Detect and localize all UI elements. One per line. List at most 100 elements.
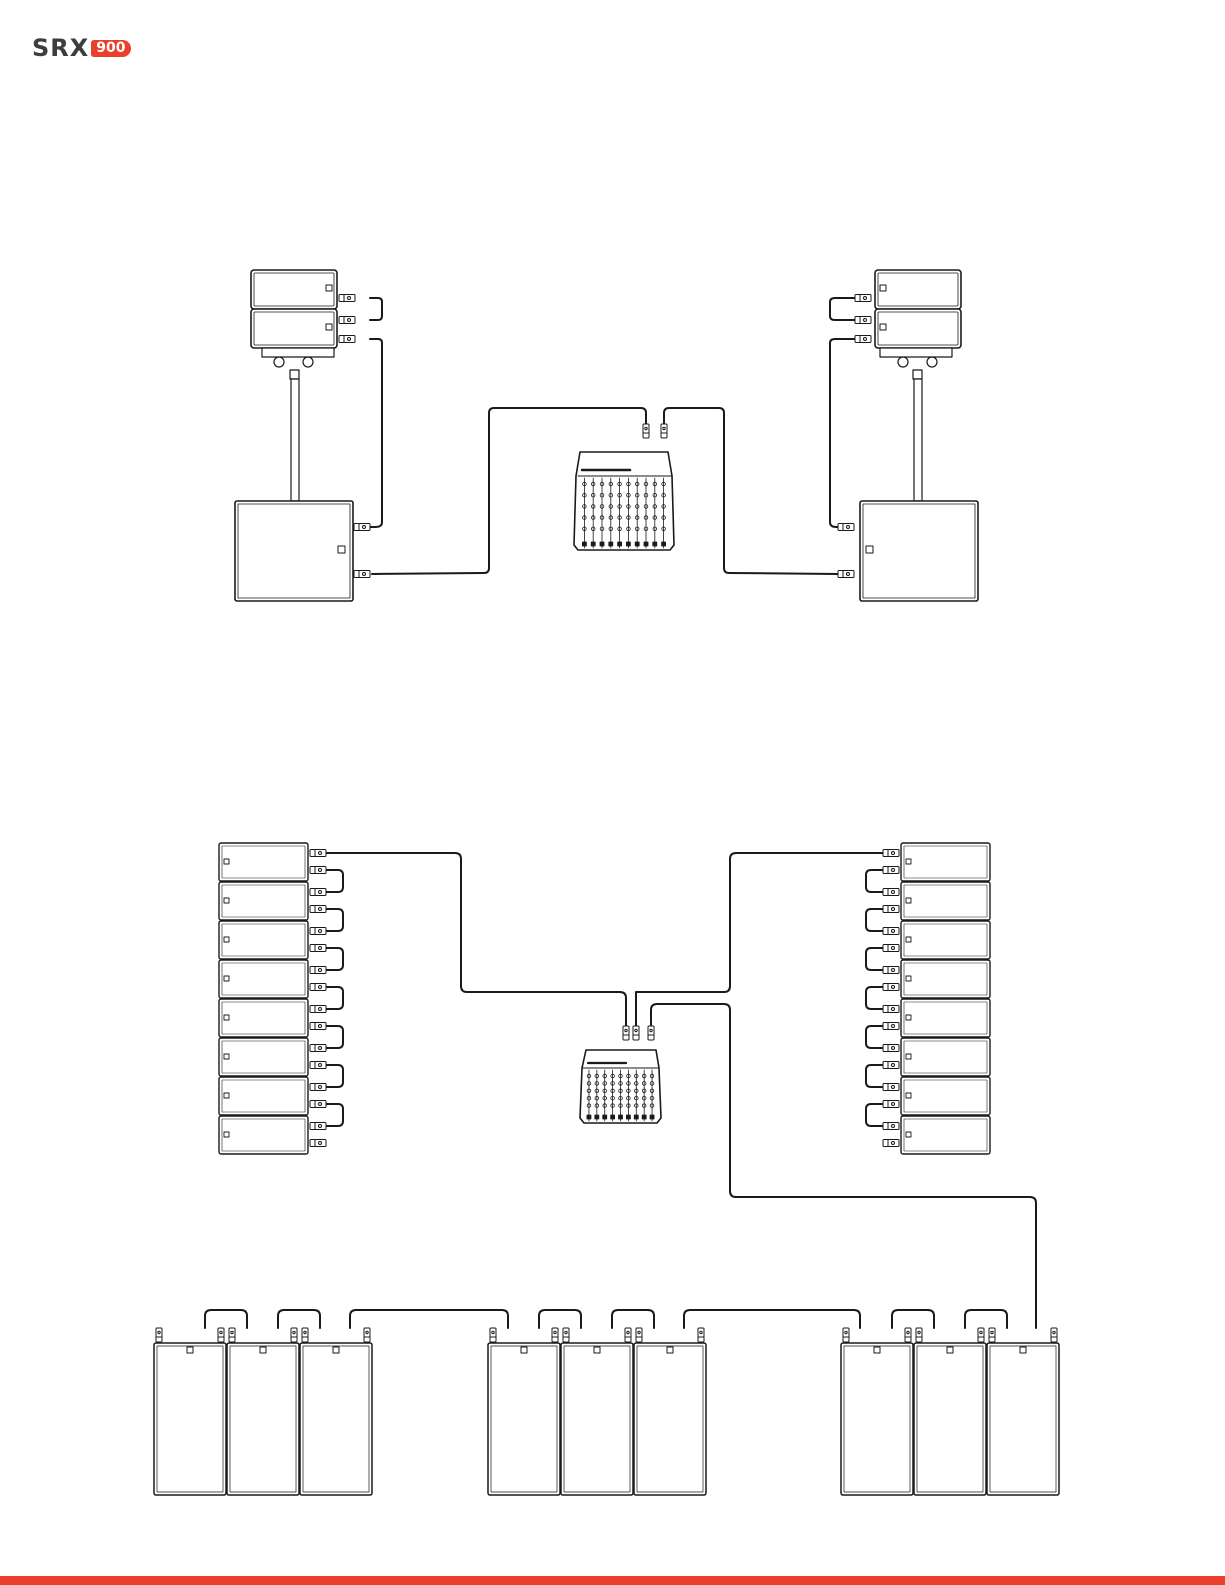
xlr-connector-icon [883,1123,899,1130]
xlr-connector-icon [310,1006,326,1013]
xlr-connector-icon [490,1328,496,1342]
xlr-connector-icon [883,850,899,857]
xlr-connector-icon [978,1328,984,1342]
xlr-connector-icon [310,1101,326,1108]
subwoofer-cabinet [561,1343,633,1495]
left-line-array [219,843,308,1154]
subwoofer-cabinet [488,1343,560,1495]
subwoofer-link-cables [539,1310,654,1328]
xlr-connector-icon [855,336,871,343]
line-array-cabinet [219,1038,308,1076]
subwoofer-rows [154,1310,1059,1495]
xlr-connector-icon [310,1123,326,1130]
xlr-connector-icon [989,1328,995,1342]
xlr-connector-icon [310,867,326,874]
xlr-connector-icon [838,571,854,578]
left-array-link-cables [326,870,343,1126]
xlr-connector-icon [843,1328,849,1342]
subwoofer-group [154,1310,372,1495]
xlr-connector-icon [310,967,326,974]
line-array-cabinet [219,843,308,881]
xlr-connector-icon [633,1026,639,1040]
xlr-connector-icon [916,1328,922,1342]
mixer-console-bottom [580,1050,661,1123]
xlr-connector-icon [563,1328,569,1342]
line-array-cabinet [901,1116,990,1154]
top-speaker-upper [251,270,337,309]
xlr-connector-icon [883,1006,899,1013]
line-array-cabinet [219,921,308,959]
xlr-connector-icon [623,1026,629,1040]
xlr-connector-icon [883,906,899,913]
xlr-connector-icon [883,984,899,991]
xlr-connector-icon [883,1062,899,1069]
xlr-connector-icon [648,1026,654,1040]
bottom-setup [154,843,1059,1495]
xlr-connector-icon [156,1328,162,1342]
xlr-connector-icon [883,1101,899,1108]
line-array-cabinet [219,882,308,920]
subwoofer-group [488,1310,706,1495]
xlr-connector-icon [339,295,355,302]
subwoofer-left [235,501,353,601]
xlr-connector-icon [855,317,871,324]
subwoofer-link-cables [892,1310,1007,1328]
line-array-cabinet [901,921,990,959]
xlr-connector-icon [1051,1328,1057,1342]
xlr-connector-icon [354,524,370,531]
subwoofer-cabinet [154,1343,226,1495]
xlr-connector-icon [905,1328,911,1342]
line-array-cabinet [219,960,308,998]
subwoofer-group [841,1310,1059,1495]
xlr-connector-icon [552,1328,558,1342]
speaker-yoke-mount [262,348,334,379]
mixer-channel-strips-bottom [587,1070,654,1121]
pole-mount-left [291,379,299,501]
xlr-connector-icon [625,1328,631,1342]
footer-accent-bar [0,1576,1225,1585]
mixer-console-top [574,452,674,550]
subwoofer-cabinet [300,1343,372,1495]
line-array-cabinet [901,882,990,920]
xlr-connector-icon [883,1140,899,1147]
xlr-connector-icon [636,1328,642,1342]
right-stack [860,270,978,601]
xlr-connector-icon [883,928,899,935]
xlr-connector-icon [643,424,649,438]
xlr-connector-icon [229,1328,235,1342]
right-array-link-cables [866,870,883,1126]
xlr-connector-icon [291,1328,297,1342]
xlr-connector-icon [883,889,899,896]
line-array-cabinet [219,1116,308,1154]
subwoofer-cabinet [841,1343,913,1495]
xlr-connector-icon [310,850,326,857]
subwoofer-cabinet [914,1343,986,1495]
top-setup [235,270,978,601]
xlr-connector-icon [310,1140,326,1147]
xlr-connector-icon [310,945,326,952]
xlr-connector-icon [883,867,899,874]
xlr-connector-icon [310,889,326,896]
subwoofer-cabinet [987,1343,1059,1495]
xlr-connector-icon [339,336,355,343]
xlr-connector-icon [661,424,667,438]
xlr-connector-icon [218,1328,224,1342]
line-array-cabinet [219,1077,308,1115]
left-stack [235,270,353,601]
line-array-cabinet [901,999,990,1037]
pole-mount-right [914,379,922,501]
line-array-cabinet [901,1038,990,1076]
xlr-connector-icon [310,1023,326,1030]
top-speaker-upper-right [875,270,961,309]
xlr-connector-icon [310,984,326,991]
xlr-connector-icon [855,295,871,302]
line-array-cabinet [901,843,990,881]
xlr-connector-icon [310,1062,326,1069]
line-array-cabinet [901,1077,990,1115]
xlr-connector-icon [698,1328,704,1342]
xlr-connector-icon [310,1045,326,1052]
xlr-connector-icon [883,945,899,952]
xlr-connector-icon [310,1084,326,1091]
xlr-connector-icon [354,571,370,578]
